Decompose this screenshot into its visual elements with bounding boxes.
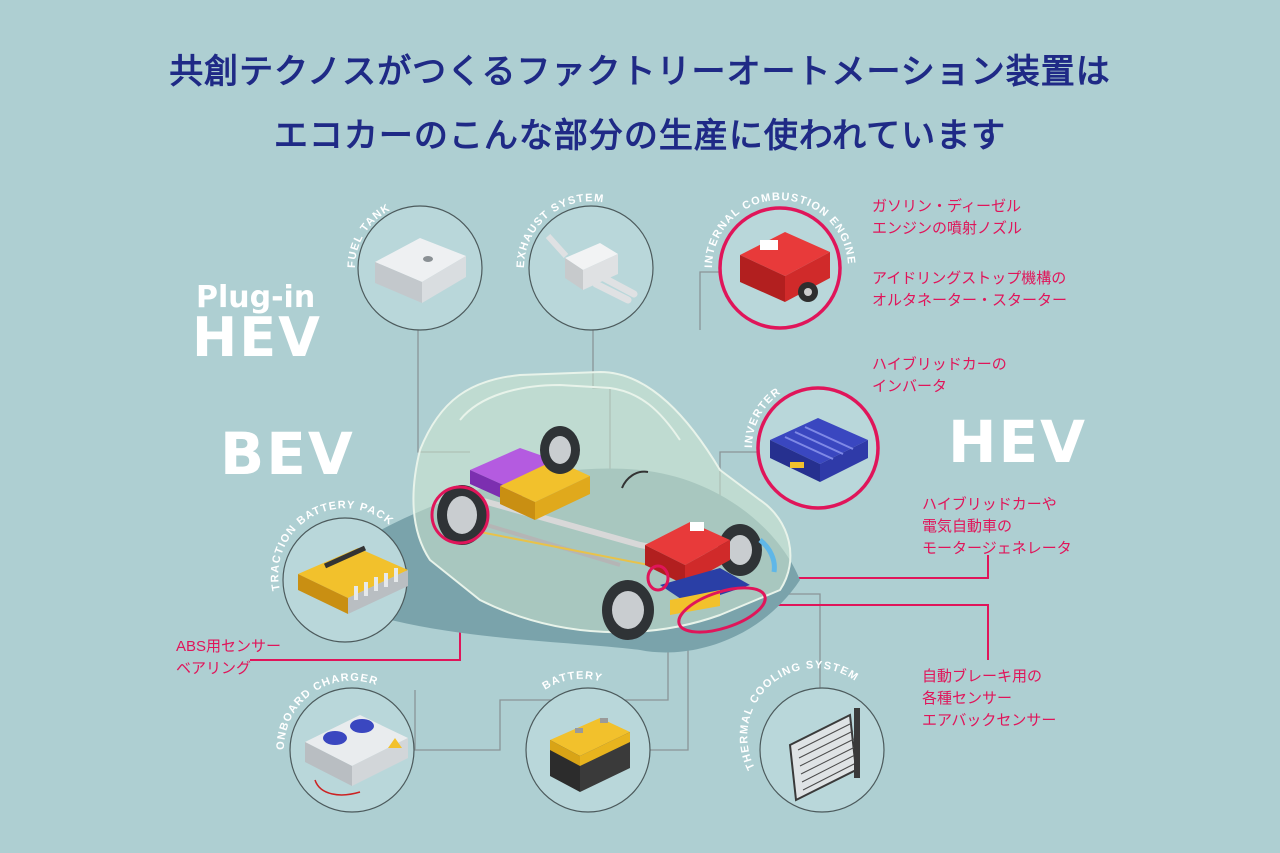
note-line: アイドリングストップ機構の <box>872 270 1067 287</box>
car-engine <box>645 522 750 615</box>
plugin-label: Plug-in <box>196 280 316 315</box>
note-line: エアバックセンサー <box>922 712 1057 729</box>
note-motor-generator: ハイブリッドカーや 電気自動車の モータージェネレータ <box>922 494 1072 560</box>
note-idling-stop: アイドリングストップ機構の オルタネーター・スターター <box>872 268 1067 312</box>
battery-icon <box>550 718 630 792</box>
hev-label: HEV <box>948 408 1088 476</box>
note-line: ベアリング <box>176 660 252 677</box>
fuel-tank-icon <box>375 238 466 303</box>
car-roof-line <box>459 383 681 441</box>
traction-battery-icon <box>298 545 408 614</box>
highlight-rings <box>430 485 767 634</box>
headline-line-1: 共創テクノスがつくるファクトリーオートメーション装置は <box>169 52 1111 92</box>
note-line: ABS用センサー <box>176 638 282 655</box>
note-line: ハイブリッドカーの <box>872 356 1007 373</box>
note-line: 自動ブレーキ用の <box>922 668 1043 685</box>
headline-line-2: エコカーのこんな部分の生産に使われています <box>273 116 1007 156</box>
car-wheels <box>437 426 762 640</box>
note-line: ガソリン・ディーゼル <box>872 198 1021 215</box>
plugin-hev-label: HEV <box>192 306 322 369</box>
drive-shaft <box>469 518 621 567</box>
headlight <box>758 538 777 573</box>
inverter-icon <box>770 418 868 482</box>
note-line: ハイブリッドカーや <box>922 496 1057 513</box>
engine-icon <box>740 232 830 302</box>
note-line: 各種センサー <box>922 690 1013 707</box>
note-abs-sensor: ABS用センサー ベアリング <box>176 636 281 680</box>
note-line: エンジンの噴射ノズル <box>872 220 1023 237</box>
onboard-charger-icon <box>305 715 408 796</box>
note-line: モータージェネレータ <box>922 540 1072 557</box>
steering-wheel <box>621 470 649 489</box>
exhaust-system-icon <box>545 233 638 304</box>
note-brake-sensors: 自動ブレーキ用の 各種センサー エアバックセンサー <box>922 666 1056 732</box>
note-line: 電気自動車の <box>922 518 1013 535</box>
note-line: インバータ <box>872 378 948 395</box>
note-inverter: ハイブリッドカーの インバータ <box>872 354 1007 398</box>
note-injection-nozzle: ガソリン・ディーゼル エンジンの噴射ノズル <box>872 196 1022 240</box>
note-line: オルタネーター・スターター <box>872 292 1068 309</box>
cooling-system-icon <box>788 708 860 802</box>
bev-label: BEV <box>220 420 355 488</box>
